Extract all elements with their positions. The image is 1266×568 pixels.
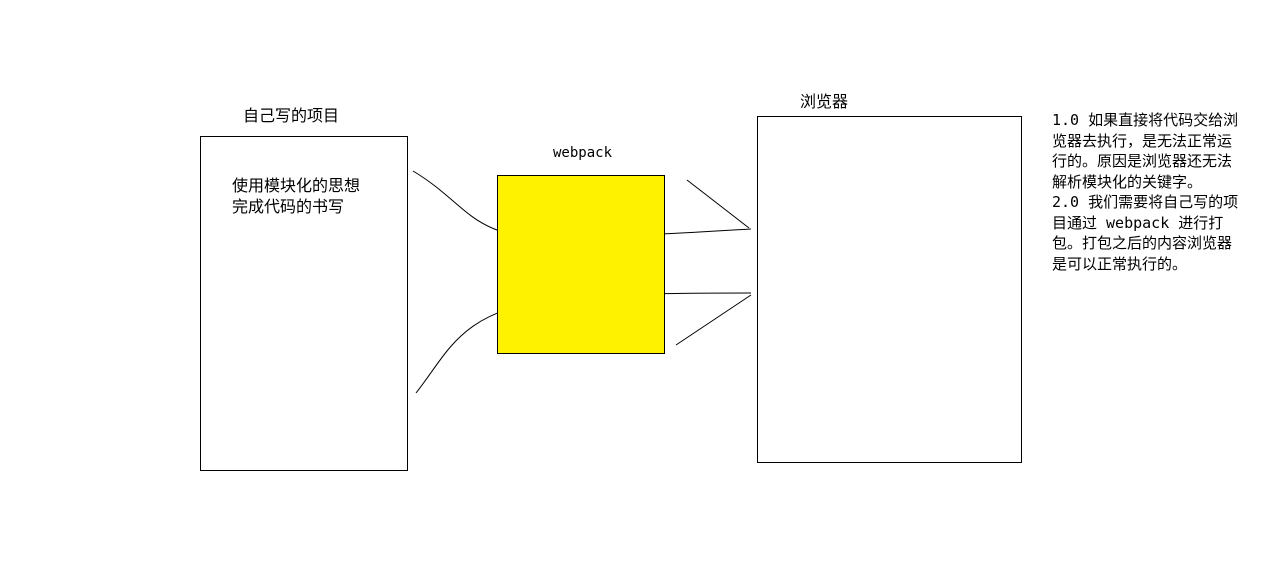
- browser-title: 浏览器: [800, 92, 849, 111]
- arrow-top-stroke: [686, 179, 750, 229]
- project-box: [200, 136, 408, 471]
- note-line-2: 览器去执行，是无法正常运: [1052, 131, 1233, 150]
- project-desc-line-2: 完成代码的书写: [232, 197, 345, 216]
- project-title: 自己写的项目: [243, 106, 340, 125]
- note-line-5: 2.0 我们需要将自己写的项: [1052, 193, 1239, 211]
- note-line-6: 目通过 webpack 进行打: [1052, 213, 1224, 232]
- note-line-1: 1.0 如果直接将代码交给浏: [1052, 111, 1239, 129]
- project-description: 使用模块化的思想 完成代码的书写: [232, 175, 392, 217]
- webpack-box: [497, 175, 665, 354]
- webpack-title: webpack: [553, 145, 613, 161]
- note-line-3: 行的。原因是浏览器还无法: [1052, 152, 1233, 170]
- project-desc-line-1: 使用模块化的思想: [232, 176, 361, 195]
- note-line-7: 包。打包之后的内容浏览器: [1052, 234, 1233, 252]
- note-line-8: 是可以正常执行的。: [1052, 254, 1188, 273]
- note-line-4: 解析模块化的关键字。: [1052, 172, 1203, 191]
- browser-box: [757, 116, 1022, 463]
- explanation-notes: 1.0 如果直接将代码交给浏 览器去执行，是无法正常运 行的。原因是浏览器还无法…: [1052, 110, 1262, 274]
- arrow-bottom-stroke: [675, 294, 752, 346]
